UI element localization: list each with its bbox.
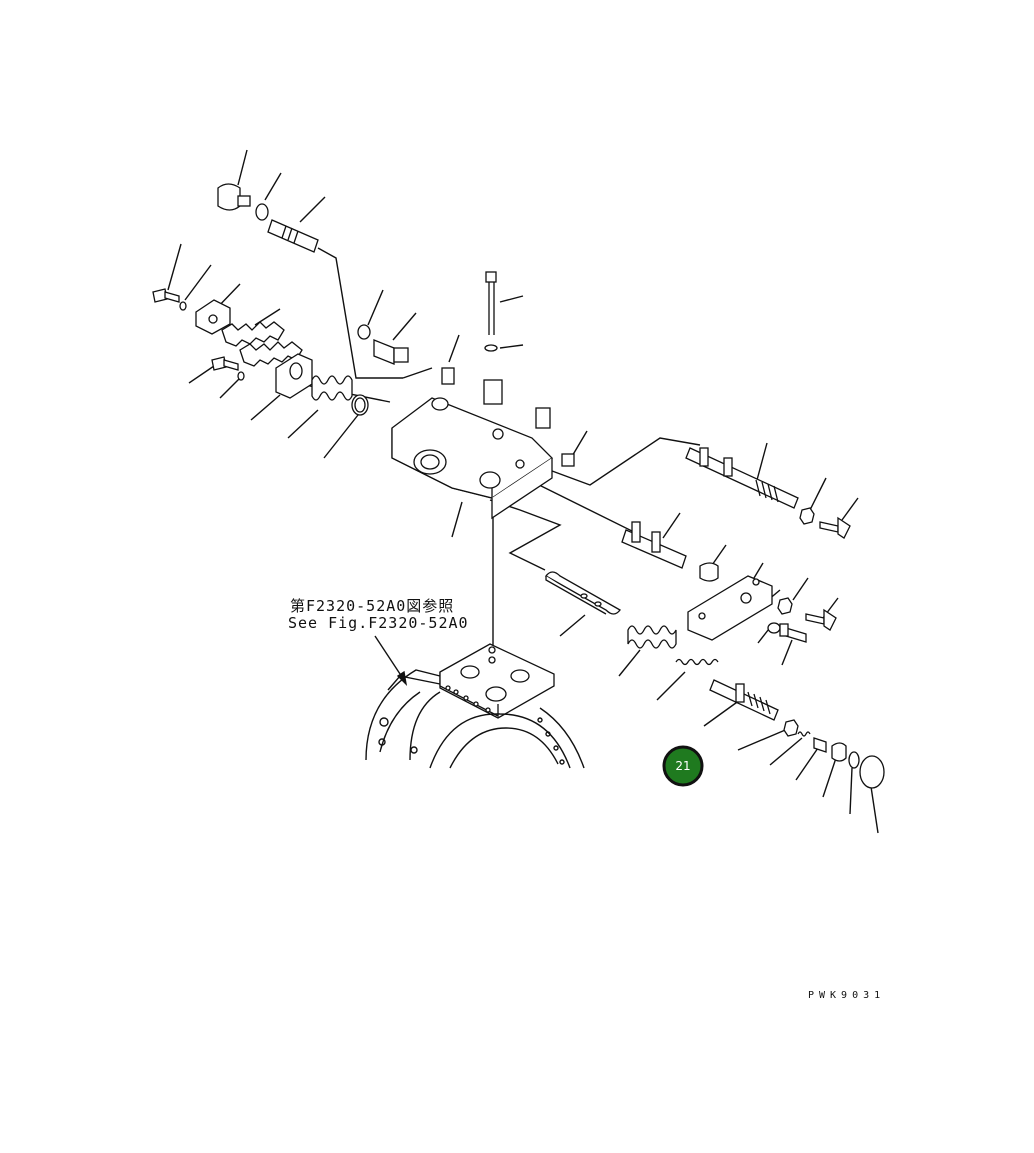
washer-long-bolt: [484, 344, 498, 352]
washer-left-upper: [179, 301, 187, 311]
reference-arrow: [374, 635, 408, 687]
snap-ring-lower: [848, 751, 860, 769]
bolt-left-lower: [211, 356, 239, 371]
seal-ring-left: [351, 394, 369, 416]
spring-left: [311, 375, 353, 401]
callout-21[interactable]: 21: [662, 745, 704, 787]
washer-bracket: [767, 622, 781, 634]
washer-left-lower: [237, 371, 245, 381]
nut-lower: [783, 719, 799, 737]
cover-disc: [859, 755, 885, 789]
cover-plate-small: [195, 299, 231, 335]
plug-right-of-body: [561, 453, 575, 467]
spring-small: [675, 658, 719, 666]
valve-body: [391, 379, 554, 520]
nut-bracket: [777, 597, 793, 615]
nipple-center: [441, 367, 455, 385]
callout-number: 21: [675, 759, 690, 773]
bolt-bracket-right: [805, 608, 837, 631]
spring-lower: [627, 625, 677, 649]
reference-label-en: See Fig.F2320-52A0: [288, 614, 469, 632]
cap-middle-right: [699, 562, 719, 582]
transmission-housing: [365, 669, 585, 769]
reference-label-jp: 第F2320-52A0図参照: [290, 597, 454, 615]
spool-upper-right: [685, 447, 799, 509]
sleeve: [545, 571, 621, 615]
cap-lower: [831, 742, 847, 762]
spool-lower: [709, 679, 779, 721]
mounting-plate: [439, 643, 555, 719]
bolt-left-upper: [152, 288, 180, 303]
bolt-bracket-lower: [779, 623, 807, 643]
bolt-upper-right: [819, 516, 851, 539]
long-bolt: [485, 271, 497, 335]
o-ring-top: [255, 203, 269, 221]
bracket-plate: [687, 575, 773, 641]
nut-upper-right: [799, 507, 815, 525]
drawing-code: PWK9031: [808, 990, 885, 1001]
callout-circle[interactable]: [662, 745, 704, 787]
snap-ring-center: [357, 324, 371, 340]
plug-center: [373, 339, 409, 365]
leader-lines: [167, 149, 879, 834]
gasket-upper: [221, 321, 285, 347]
spool-middle-right: [621, 521, 687, 569]
plug-lower: [813, 737, 827, 753]
spool-top: [267, 219, 319, 253]
spring-tiny: [797, 731, 811, 737]
plug-top: [217, 183, 251, 211]
